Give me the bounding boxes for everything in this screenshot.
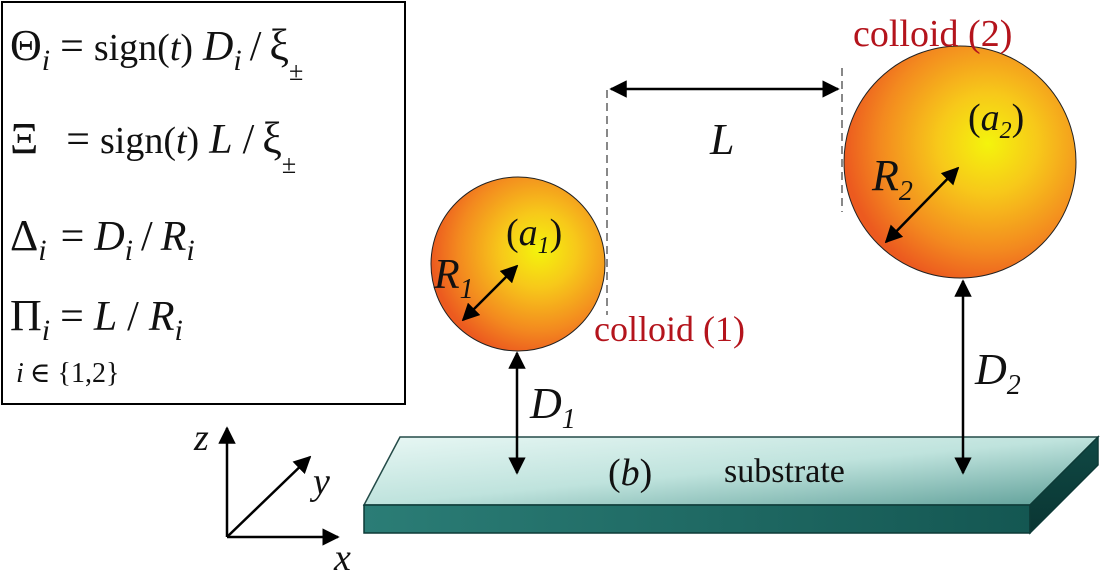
formula-delta: Δi=Di/Ri xyxy=(10,211,195,267)
colloid1-radius-arrow xyxy=(461,264,519,322)
formula-box: Θi=sign(t)Di/ξ± Ξ=sign(t)L/ξ± Δi=Di/Ri Π… xyxy=(1,1,406,405)
colloid2-tag: (a2) xyxy=(968,97,1024,144)
colloid-2: (a2) R2 colloid (2) xyxy=(843,13,1077,279)
y-axis-arrow xyxy=(226,455,312,538)
substrate-label: substrate xyxy=(724,453,845,490)
distance-d2-label: D2 xyxy=(974,345,1021,401)
colloid1-tag: (a1) xyxy=(506,212,562,259)
distance-d1-label: D1 xyxy=(529,379,576,435)
substrate-front-face xyxy=(363,504,1031,534)
substrate-tag: (b) xyxy=(608,452,652,494)
formula-pi: Πi=L/Ri xyxy=(10,291,183,347)
colloid1-label: colloid (1) xyxy=(594,309,745,349)
x-axis-label: x xyxy=(333,537,351,579)
formula-box-border xyxy=(1,1,406,405)
distance-l-label: L xyxy=(709,115,734,164)
z-axis-label: z xyxy=(193,417,209,459)
formula-xi: Ξ=sign(t)L/ξ± xyxy=(10,114,296,179)
formula-index-set: i∈ {1,2} xyxy=(16,358,119,389)
formula-theta: Θi=sign(t)Di/ξ± xyxy=(10,21,303,86)
y-axis-label: y xyxy=(309,461,330,503)
colloid1-radius-label: R1 xyxy=(433,252,474,305)
substrate-slab: (b) substrate xyxy=(362,435,1100,535)
substrate-side-face xyxy=(1029,435,1099,535)
coordinate-axes: z y x xyxy=(193,417,351,579)
colloid2-label: colloid (2) xyxy=(853,13,1012,55)
colloid-1: (a1) R1 colloid (1) xyxy=(430,176,745,352)
colloid2-radius-arrow xyxy=(884,166,960,244)
colloid2-radius-label: R2 xyxy=(871,151,913,207)
